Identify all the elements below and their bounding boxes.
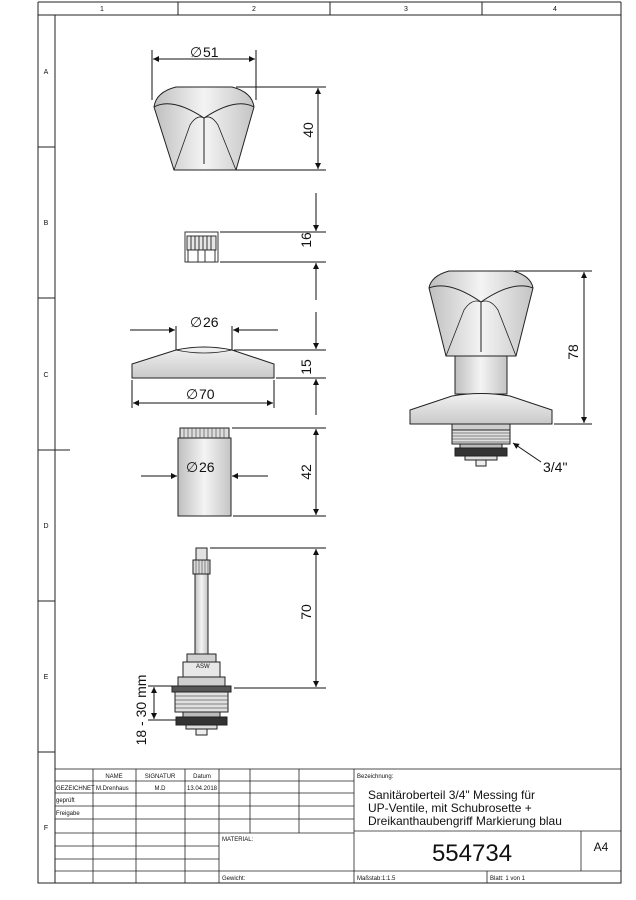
zone-col-4: 4 (553, 6, 557, 13)
handle-diameter-symbol: ∅ (190, 44, 202, 60)
zone-col-1: 1 (100, 6, 104, 13)
handle-part (153, 86, 255, 171)
assembly-dimensions (512, 270, 592, 463)
rosette-inner-diameter-label: 26 (203, 314, 219, 330)
sleeve-part (177, 427, 232, 517)
weight-label: Gewicht: (222, 876, 246, 882)
sheet-frame (37, 1, 622, 884)
rosette-outer-diameter-label: 70 (199, 386, 215, 402)
rosette-height-label: 15 (298, 359, 314, 375)
assembly-height-label: 78 (565, 344, 581, 360)
rosette-outer-diameter-symbol: ∅ (186, 386, 198, 402)
sheet-number-label: Blatt: 1 von 1 (490, 876, 526, 882)
designation-line-2: UP-Ventile, mit Schubrosette + (368, 801, 532, 815)
title-block (54, 768, 622, 884)
spindle-part (171, 547, 232, 736)
designation-label: Bezeichnung: (357, 774, 394, 780)
drawn-name: M.Drenhaus (96, 786, 129, 792)
row-zone-labels: A B C D E F (43, 69, 48, 832)
rosette-inner-diameter-symbol: ∅ (190, 314, 202, 330)
zone-row-d: D (43, 523, 48, 530)
spindle-length-label: 70 (298, 604, 314, 620)
zone-col-3: 3 (404, 6, 408, 13)
sleeve-dimensions (141, 427, 326, 517)
adapter-height-label: 16 (298, 232, 314, 248)
scale-label: Maßstab:1:1.5 (357, 876, 396, 882)
zone-row-f: F (44, 825, 48, 832)
zone-row-c: C (43, 372, 48, 379)
sleeve-diameter-symbol: ∅ (186, 459, 198, 475)
release-label: Freigabe (56, 811, 80, 817)
checked-label: geprüft (56, 798, 75, 804)
sheet-size: A4 (594, 840, 609, 854)
drawn-label: GEZEICHNET (56, 786, 95, 792)
zone-row-b: B (44, 220, 49, 227)
designation-line-1: Sanitäroberteil 3/4" Messing für (368, 788, 535, 802)
header-date: Datum (193, 774, 211, 780)
assembly-view (409, 270, 553, 467)
handle-diameter-label: 51 (203, 44, 219, 60)
column-zone-labels: 1 2 3 4 (100, 6, 557, 13)
material-label: MATERIAL: (222, 837, 254, 843)
header-name: NAME (105, 774, 122, 780)
zone-col-2: 2 (252, 6, 256, 13)
zone-row-e: E (44, 674, 49, 681)
drawn-signature: M.D (155, 786, 167, 792)
rosette-dimensions (130, 312, 326, 415)
zone-row-a: A (44, 69, 49, 76)
header-signature: SIGNATUR (145, 774, 176, 780)
drawn-date: 13.04.2018 (187, 786, 218, 792)
adapter-part (184, 231, 219, 263)
sleeve-diameter-label: 26 (199, 459, 215, 475)
part-number: 554734 (432, 840, 512, 867)
handle-height-label: 40 (300, 122, 316, 138)
range-label: 18 - 30 mm (133, 675, 149, 746)
thread-size-label: 3/4" (543, 459, 567, 475)
sleeve-height-label: 42 (298, 464, 314, 480)
rosette-part (131, 346, 275, 379)
handle-dimensions (151, 50, 326, 171)
spindle-dimensions (148, 547, 326, 721)
designation-line-3: Dreikanthaubengriff Markierung blau (368, 814, 562, 828)
adapter-dimensions (220, 193, 326, 300)
spindle-nut-label: ASW (196, 664, 210, 670)
